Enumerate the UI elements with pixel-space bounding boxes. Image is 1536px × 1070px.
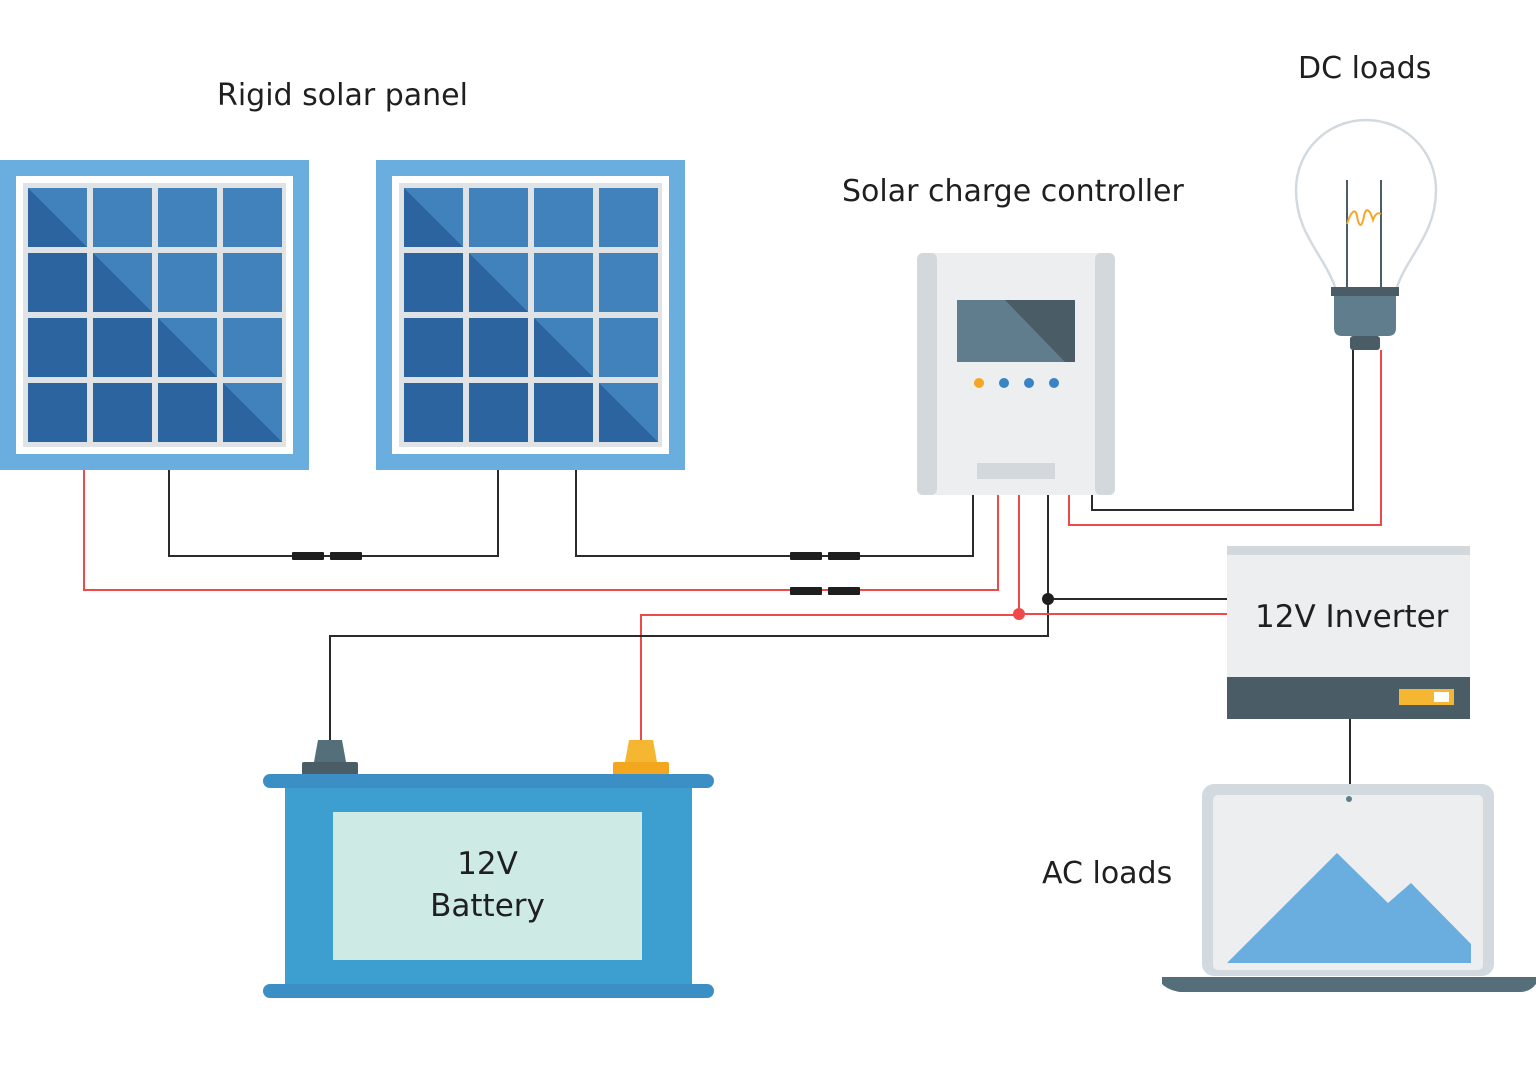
inverter-top-strip [1227, 546, 1470, 555]
solar-cell-shade [223, 383, 282, 442]
wire-dc-load-positive [1068, 350, 1382, 526]
solar-cell-shade [469, 253, 528, 312]
panel-cells [404, 188, 658, 442]
connector-plug [828, 552, 860, 560]
connectors [292, 552, 860, 595]
solar-cell [599, 318, 658, 377]
connector-plug [790, 587, 822, 595]
solar-cell-shade [93, 253, 152, 312]
solar-cell [223, 318, 282, 377]
solar-panel-icon [0, 160, 309, 470]
battery-label-name: Battery [430, 888, 545, 924]
solar-cell [599, 188, 658, 247]
connector-plug [330, 552, 362, 560]
terminal-positive [625, 740, 657, 762]
wire-battery-positive [640, 495, 1020, 740]
inverter-body [1227, 555, 1470, 677]
junction-dot-negative [1042, 593, 1054, 605]
solar-cell [158, 253, 217, 312]
solar-cell [404, 383, 463, 442]
charge-controller-icon [917, 253, 1115, 495]
battery-foot [263, 984, 714, 998]
solar-cell [404, 318, 463, 377]
bulb-base-tip [1350, 336, 1380, 350]
controller-display-shade [1005, 300, 1075, 362]
solar-cell [93, 383, 152, 442]
controller-side-left [917, 253, 937, 495]
controller-led-amber [974, 378, 984, 388]
solar-panel-label: Rigid solar panel [217, 78, 468, 113]
terminal-negative-base [302, 762, 358, 775]
controller-led-blue [1024, 378, 1034, 388]
solar-cell [93, 188, 152, 247]
battery-label-area [333, 812, 642, 960]
controller-side-right [1095, 253, 1115, 495]
bulb-glass [1294, 118, 1438, 292]
solar-cell [534, 253, 593, 312]
solar-cell [158, 383, 217, 442]
terminal-negative [314, 740, 346, 762]
ac-loads-label: AC loads [1042, 856, 1173, 891]
solar-cell-shade [158, 318, 217, 377]
solar-cell [223, 188, 282, 247]
laptop-wallpaper-mountains [1227, 853, 1471, 963]
bulb-filament [1346, 209, 1382, 226]
controller-body [917, 253, 1115, 495]
solar-cell [223, 253, 282, 312]
solar-cell [404, 253, 463, 312]
wiring [83, 350, 1382, 784]
solar-cell [469, 383, 528, 442]
junction-dot-positive [1013, 608, 1025, 620]
solar-cell [28, 318, 87, 377]
controller-led-blue [1049, 378, 1059, 388]
wire-panel1-positive [83, 470, 999, 591]
wire-panel2-negative [575, 470, 974, 557]
terminal-positive-base [613, 762, 669, 775]
solar-cell-shade [28, 188, 87, 247]
wire-battery-negative [329, 495, 1049, 740]
bulb-base-rim [1331, 287, 1399, 296]
solar-cell [158, 188, 217, 247]
controller-led-blue [999, 378, 1009, 388]
solar-cell [469, 318, 528, 377]
laptop-camera [1346, 796, 1352, 802]
solar-cell-shade [404, 188, 463, 247]
battery-label: 12V Battery [333, 843, 642, 927]
connector-plug [828, 587, 860, 595]
solar-cell [534, 383, 593, 442]
bulb-base [1334, 296, 1396, 336]
battery-icon [263, 740, 714, 998]
solar-cell-shade [534, 318, 593, 377]
wire-dc-load-negative [1091, 350, 1354, 511]
controller-terminal-strip [977, 463, 1055, 479]
solar-cell [93, 318, 152, 377]
solar-cell [534, 188, 593, 247]
connector-plug [790, 552, 822, 560]
dc-loads-label: DC loads [1298, 51, 1432, 86]
charge-controller-label: Solar charge controller [842, 174, 1184, 209]
battery-lid [263, 774, 714, 788]
solar-cell [469, 188, 528, 247]
laptop-base [1162, 977, 1536, 992]
solar-cell [28, 383, 87, 442]
laptop-icon [1162, 784, 1536, 992]
inverter-led-window [1434, 692, 1449, 702]
inverter-icon [1227, 546, 1470, 719]
wire-panel1-negative [168, 470, 499, 557]
light-bulb-icon [1294, 118, 1438, 350]
battery-label-voltage: 12V [457, 846, 518, 882]
connector-plug [292, 552, 324, 560]
inverter-label: 12V Inverter [1255, 599, 1449, 635]
solar-cell-shade [599, 383, 658, 442]
solar-panel-icon [376, 160, 685, 470]
panel-cells [28, 188, 282, 442]
solar-cell [28, 253, 87, 312]
solar-cell [599, 253, 658, 312]
